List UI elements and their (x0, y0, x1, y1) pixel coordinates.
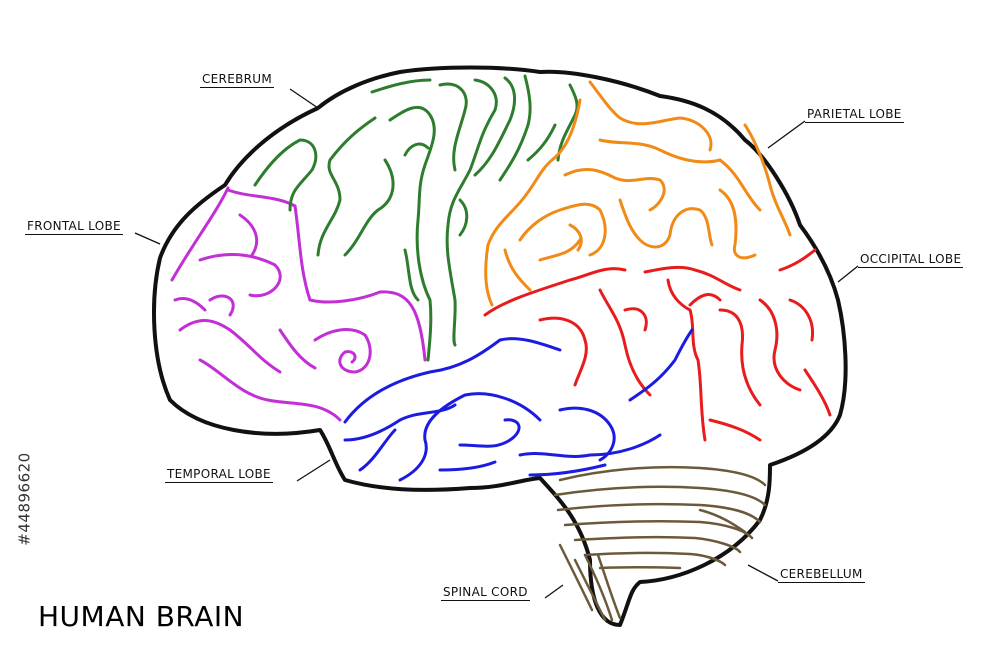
label-temporal-lobe: TEMPORAL LOBE (165, 467, 273, 483)
cerebrum-region (253, 74, 579, 362)
brain-outline (152, 65, 848, 627)
occipital-lobe (483, 248, 832, 442)
leader-lines (134, 88, 859, 599)
label-parietal-lobe: PARIETAL LOBE (805, 107, 904, 123)
diagram-title: HUMAN BRAIN (38, 600, 245, 633)
frontal-lobe (170, 186, 427, 422)
label-cerebrum: CEREBRUM (200, 72, 274, 88)
label-cerebellum: CEREBELLUM (778, 567, 865, 583)
stock-id: #44896620 (15, 452, 34, 546)
label-occipital-lobe: OCCIPITAL LOBE (858, 252, 964, 268)
label-frontal-lobe: FRONTAL LOBE (25, 219, 123, 235)
spinal-cord (558, 543, 622, 622)
label-spinal-cord: SPINAL CORD (441, 585, 530, 601)
parietal-lobe (484, 80, 792, 307)
temporal-lobe (343, 328, 694, 482)
cerebellum (553, 465, 767, 570)
